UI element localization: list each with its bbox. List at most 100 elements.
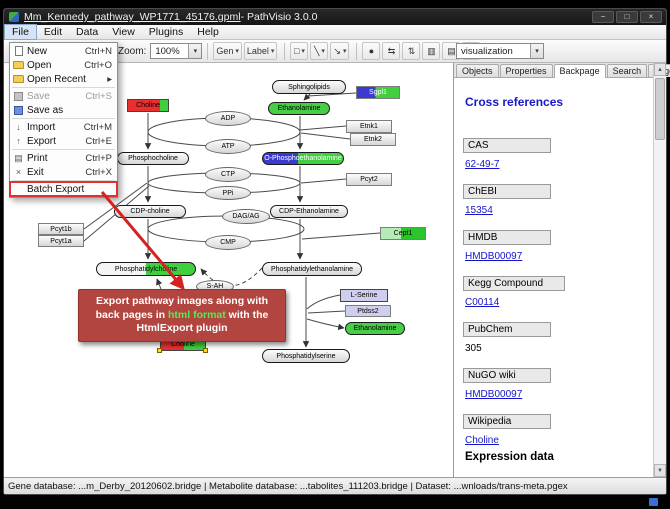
label-tool-button[interactable]: Label▾ — [243, 42, 278, 60]
menu-item-label: Open — [27, 59, 52, 71]
anchor-tool-button[interactable]: ● — [362, 42, 381, 60]
align-vertical-button[interactable]: ⇅ — [402, 42, 421, 60]
menu-help[interactable]: Help — [197, 26, 219, 38]
node-atp[interactable]: ATP — [205, 139, 251, 154]
menu-plugins[interactable]: Plugins — [148, 26, 184, 38]
menu-separator — [12, 87, 115, 88]
link-chebi[interactable]: 15354 — [465, 205, 493, 216]
menu-bar: File Edit Data View Plugins Help — [4, 24, 666, 40]
menu-item-shortcut: Ctrl+P — [85, 152, 112, 164]
maximize-button[interactable]: □ — [616, 11, 638, 23]
link-kegg[interactable]: C00114 — [465, 297, 500, 308]
menu-edit[interactable]: Edit — [43, 26, 63, 38]
node-cept1[interactable]: Cept1 — [380, 227, 426, 240]
node-sgpl1[interactable]: Sgpl1 — [356, 86, 400, 99]
align-horizontal-button[interactable]: ⇆ — [382, 42, 401, 60]
menu-item-import[interactable]: ↓ Import Ctrl+M — [10, 120, 117, 134]
node-l-serine[interactable]: L-Serine — [340, 289, 388, 302]
section-header-nugo[interactable]: NuGO wiki — [463, 368, 551, 383]
node-o-phosphoethanolamine[interactable]: O-Phosphoethanolamine — [262, 152, 344, 165]
toolbar-separator — [207, 42, 209, 60]
node-ptdss2[interactable]: Ptdss2 — [345, 305, 391, 317]
menu-item-batch-export[interactable]: Batch Export — [9, 181, 118, 197]
section-header-cas[interactable]: CAS — [463, 138, 551, 153]
minimize-button[interactable]: − — [592, 11, 614, 23]
chevron-down-icon[interactable]: ▾ — [188, 44, 202, 58]
title-bar[interactable]: Mm_Kennedy_pathway_WP1771_45176.gpml - P… — [4, 9, 666, 25]
link-hmdb[interactable]: HMDB00097 — [465, 251, 523, 262]
close-button[interactable]: × — [640, 11, 662, 23]
selection-handle[interactable] — [157, 348, 162, 353]
node-adp[interactable]: ADP — [205, 111, 251, 126]
node-cdp-ethanolamine[interactable]: CDP-Ethanolamine — [270, 205, 348, 218]
tab-properties[interactable]: Properties — [499, 64, 553, 77]
node-phosphocholine[interactable]: Phosphocholine — [117, 152, 189, 165]
chevron-down-icon[interactable]: ▾ — [530, 44, 543, 58]
scroll-down-icon[interactable]: ▼ — [654, 464, 666, 477]
tab-backpage[interactable]: Backpage — [553, 64, 606, 78]
menu-file[interactable]: File — [4, 24, 37, 40]
selection-handle[interactable] — [203, 348, 208, 353]
section-header-chebi[interactable]: ChEBI — [463, 184, 551, 199]
menu-item-new[interactable]: New Ctrl+N — [10, 44, 117, 58]
menu-item-shortcut: Ctrl+E — [85, 135, 112, 147]
node-sphingolipids[interactable]: Sphingolipids — [272, 80, 346, 94]
menu-data[interactable]: Data — [76, 26, 99, 38]
menu-item-exit[interactable]: × Exit Ctrl+X — [10, 165, 117, 179]
node-pcyt1b[interactable]: Pcyt1b — [38, 223, 84, 235]
node-ethanolamine-top[interactable]: Ethanolamine — [268, 102, 330, 115]
section-header-wikipedia[interactable]: Wikipedia — [463, 414, 551, 429]
menu-view[interactable]: View — [112, 26, 135, 38]
zoom-combobox[interactable]: 100% ▾ — [150, 43, 203, 59]
exit-icon: × — [15, 167, 22, 177]
panel-scrollbar[interactable]: ▲ ▼ — [653, 63, 666, 477]
menu-item-open[interactable]: Open Ctrl+O — [10, 58, 117, 72]
link-wikipedia[interactable]: Choline — [465, 435, 499, 446]
status-bar: Gene database: ...m_Derby_20120602.bridg… — [4, 477, 666, 494]
menu-item-export[interactable]: ↑ Export Ctrl+E — [10, 134, 117, 148]
menu-item-save-as[interactable]: Save as — [10, 103, 117, 117]
node-etnk2[interactable]: Etnk2 — [350, 133, 396, 146]
link-nugo[interactable]: HMDB00097 — [465, 389, 523, 400]
section-header-hmdb[interactable]: HMDB — [463, 230, 551, 245]
annotation-text-before: Export pathway images along with back pa… — [95, 295, 269, 321]
node-phosphatidylcholine[interactable]: Phosphatidylcholine — [96, 262, 196, 276]
node-pcyt2[interactable]: Pcyt2 — [346, 173, 392, 186]
node-choline-top[interactable]: Choline — [127, 99, 169, 112]
node-cdp-choline[interactable]: CDP-choline — [114, 205, 186, 218]
node-cmp[interactable]: CMP — [205, 235, 251, 250]
menu-separator — [12, 118, 115, 119]
menu-item-save[interactable]: Save Ctrl+S — [10, 89, 117, 103]
node-pcyt1a[interactable]: Pcyt1a — [38, 235, 84, 247]
node-ethanolamine-right[interactable]: Ethanolamine — [345, 322, 405, 335]
node-phosphatidylethanolamine[interactable]: Phosphatidylethanolamine — [262, 262, 362, 276]
section-header-kegg[interactable]: Kegg Compound — [463, 276, 565, 291]
tab-search[interactable]: Search — [606, 64, 648, 77]
panel-splitter[interactable] — [453, 63, 454, 477]
node-dag-ag[interactable]: DAG/AG — [222, 209, 270, 224]
menu-item-shortcut: Ctrl+S — [85, 90, 112, 102]
scrollbar-thumb[interactable] — [655, 78, 665, 140]
align-vertical-icon: ⇅ — [407, 45, 416, 56]
datanode-tool-button[interactable]: Gen▾ — [213, 42, 242, 60]
menu-item-open-recent[interactable]: Open Recent ▸ — [10, 72, 117, 86]
datanode-tool-label: Gen — [216, 46, 234, 56]
shape-tool-button[interactable]: □▾ — [290, 42, 309, 60]
connector-tool-button[interactable]: ↘▾ — [330, 42, 350, 60]
scroll-up-icon[interactable]: ▲ — [654, 63, 666, 76]
visualization-combobox[interactable]: visualization ▾ — [456, 43, 544, 59]
open-folder-icon — [13, 61, 24, 69]
node-ctp[interactable]: CTP — [205, 167, 251, 182]
node-phosphatidylserine[interactable]: Phosphatidylserine — [262, 349, 350, 363]
value-pubchem: 305 — [465, 343, 482, 354]
chevron-down-icon: ▾ — [301, 48, 305, 55]
menu-item-print[interactable]: ▤ Print Ctrl+P — [10, 151, 117, 165]
link-cas[interactable]: 62-49-7 — [465, 159, 500, 170]
node-etnk1[interactable]: Etnk1 — [346, 120, 392, 133]
stack-horizontal-button[interactable]: ▥ — [422, 42, 441, 60]
line-tool-button[interactable]: ╲▾ — [310, 42, 329, 60]
section-header-pubchem[interactable]: PubChem — [463, 322, 551, 337]
node-ppi[interactable]: PPi — [205, 186, 251, 200]
annotation-text-after: with the HtmlExport plugin — [136, 308, 269, 335]
tab-objects[interactable]: Objects — [456, 64, 499, 77]
